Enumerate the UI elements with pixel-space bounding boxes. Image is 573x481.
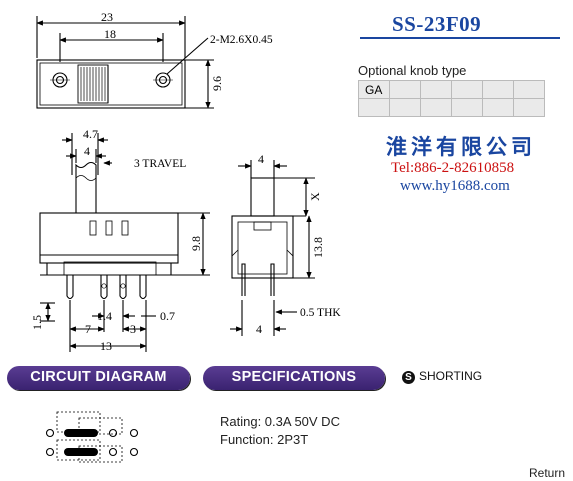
knob-type-cell bbox=[482, 98, 514, 117]
dim-knob-w2: 4 bbox=[84, 144, 90, 158]
dim-side-height: 13.8 bbox=[311, 237, 325, 258]
title-underline bbox=[360, 37, 560, 39]
circuit-diagram bbox=[45, 411, 139, 463]
dim-pin-gap: 3 bbox=[130, 322, 136, 336]
knob-type-cell[interactable]: GA bbox=[358, 80, 390, 99]
circuit-diagram-button[interactable]: CIRCUIT DIAGRAM bbox=[7, 366, 190, 390]
specifications-label: SPECIFICATIONS bbox=[231, 369, 357, 385]
front-view bbox=[39, 133, 210, 352]
shorting-indicator: S SHORTING bbox=[402, 369, 482, 384]
dim-travel: 3 TRAVEL bbox=[134, 158, 186, 170]
shorting-icon: S bbox=[402, 371, 415, 384]
dim-pin-pitch: 1.4 bbox=[97, 309, 112, 323]
dim-total-width: 13 bbox=[100, 339, 112, 353]
dim-pin-thick: 0.7 bbox=[160, 309, 175, 323]
dim-hole-spec: 2-M2.6X0.45 bbox=[210, 34, 273, 46]
circuit-diagram-label: CIRCUIT DIAGRAM bbox=[30, 369, 167, 385]
dim-side-x: X bbox=[308, 192, 322, 201]
knob-type-cell bbox=[420, 80, 452, 99]
knob-type-cell bbox=[513, 98, 545, 117]
optional-knob-label: Optional knob type bbox=[358, 63, 467, 78]
dim-knob-w1: 4.7 bbox=[83, 127, 98, 141]
knob-type-cell bbox=[451, 80, 483, 99]
part-number-title: SS-23F09 bbox=[392, 12, 482, 36]
company-name: 淮洋有限公司 bbox=[386, 134, 536, 159]
shorting-label: SHORTING bbox=[419, 369, 483, 383]
dim-top-mid: 18 bbox=[104, 27, 116, 41]
knob-type-cell bbox=[451, 98, 483, 117]
return-link[interactable]: Return bbox=[529, 466, 566, 480]
knob-type-table: GA bbox=[358, 80, 545, 117]
company-website-link[interactable]: www.hy1688.com bbox=[400, 178, 510, 194]
knob-type-cell bbox=[513, 80, 545, 99]
top-view bbox=[36, 16, 214, 109]
dim-top-width: 23 bbox=[101, 10, 113, 24]
dim-top-height: 9.6 bbox=[210, 76, 224, 91]
spec-rating: Rating: 0.3A 50V DC bbox=[220, 414, 340, 429]
knob-type-cell bbox=[389, 98, 421, 117]
dim-pin-len: 1.5 bbox=[30, 315, 44, 330]
specifications-button[interactable]: SPECIFICATIONS bbox=[203, 366, 385, 390]
knob-type-cell bbox=[358, 98, 390, 117]
dim-body-height: 9.8 bbox=[189, 236, 203, 251]
knob-type-cell bbox=[420, 98, 452, 117]
dim-pin-span: 7 bbox=[85, 322, 91, 336]
side-view bbox=[230, 160, 315, 336]
spec-function: Function: 2P3T bbox=[220, 432, 309, 447]
dim-side-bottom: 4 bbox=[256, 322, 262, 336]
company-tel: Tel:886-2-82610858 bbox=[391, 160, 515, 176]
dim-side-knob: 4 bbox=[258, 152, 264, 166]
knob-type-cell bbox=[389, 80, 421, 99]
dim-side-thk: 0.5 THK bbox=[300, 307, 341, 319]
knob-type-cell bbox=[482, 80, 514, 99]
